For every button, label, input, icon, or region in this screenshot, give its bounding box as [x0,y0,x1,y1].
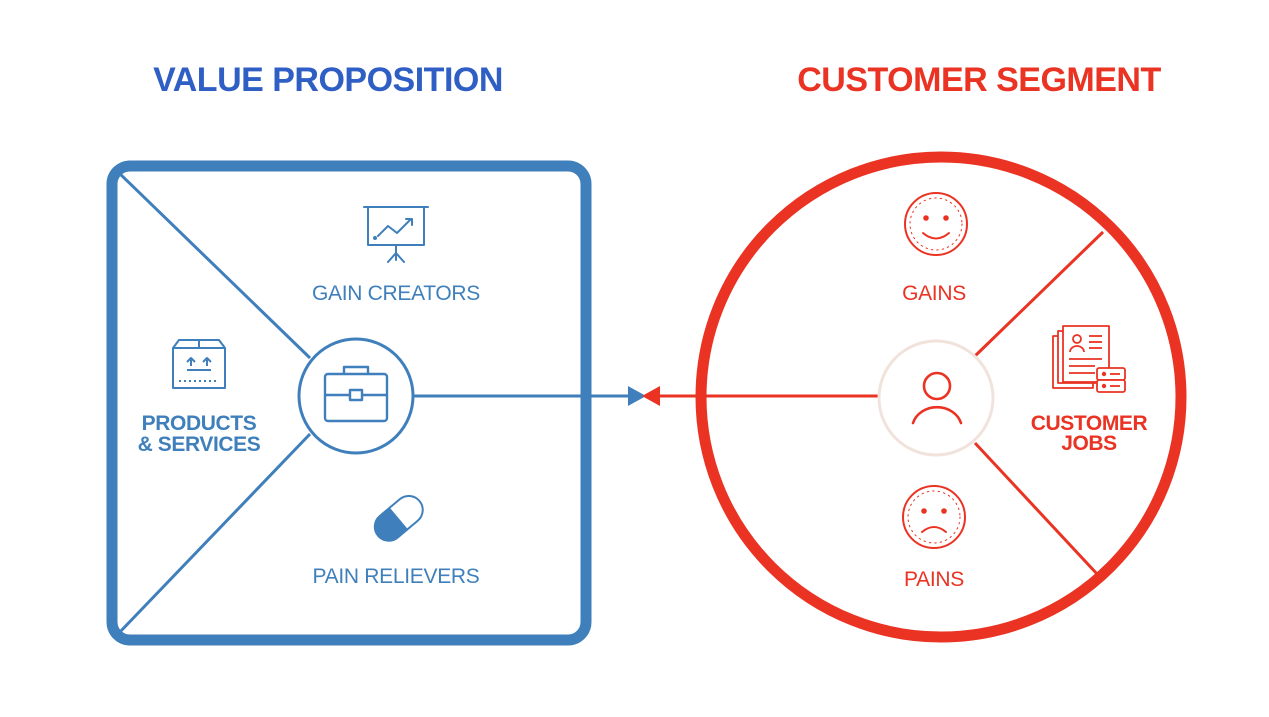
arrowhead-red [642,386,660,406]
products-services-label-line2: & SERVICES [138,433,261,456]
value-proposition-title: VALUE PROPOSITION [153,61,503,99]
customer-segment-circle: GAINS PAINS [642,151,1187,643]
briefcase-icon [323,365,389,423]
customer-jobs-label-line1: CUSTOMER [1031,412,1148,435]
products-services-label-line1: PRODUCTS [142,412,257,435]
sad-face-icon [902,485,966,549]
presentation-chart-icon [363,206,429,263]
gain-creators-label: GAIN CREATORS [312,282,480,305]
box-icon [172,339,226,389]
divider-line-top [116,170,312,360]
customer-jobs-label-line2: JOBS [1061,432,1117,455]
divider-line-upper-right [973,230,1105,358]
value-proposition-square: GAIN CREATORS PRODUCTS & SERVICES PAIN R… [106,160,646,646]
customer-segment-title: CUSTOMER SEGMENT [797,61,1161,99]
arrowhead-blue [628,386,646,406]
divider-line-bottom [116,432,312,636]
pains-label: PAINS [904,568,964,591]
documents-icon [1052,325,1126,393]
divider-line-lower-right [973,441,1100,577]
pain-relievers-label: PAIN RELIEVERS [313,565,480,588]
pill-icon [373,495,424,542]
gains-label: GAINS [902,282,966,305]
user-icon [911,371,963,425]
smiley-face-icon [904,192,968,256]
